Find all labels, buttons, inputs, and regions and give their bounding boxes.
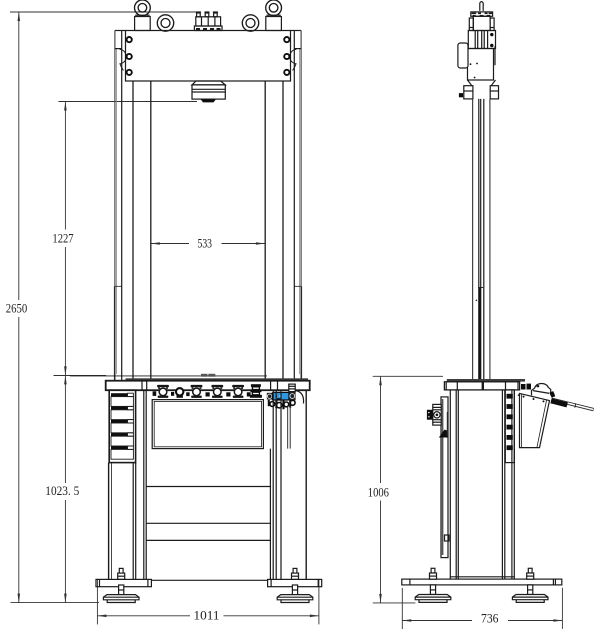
svg-text:533: 533 bbox=[198, 237, 213, 251]
svg-text:1006: 1006 bbox=[368, 486, 389, 500]
svg-text:1011: 1011 bbox=[194, 609, 220, 623]
svg-text:1227: 1227 bbox=[52, 232, 73, 246]
svg-text:736: 736 bbox=[481, 611, 499, 625]
svg-text:1023. 5: 1023. 5 bbox=[45, 484, 79, 498]
svg-text:2650: 2650 bbox=[6, 302, 28, 316]
